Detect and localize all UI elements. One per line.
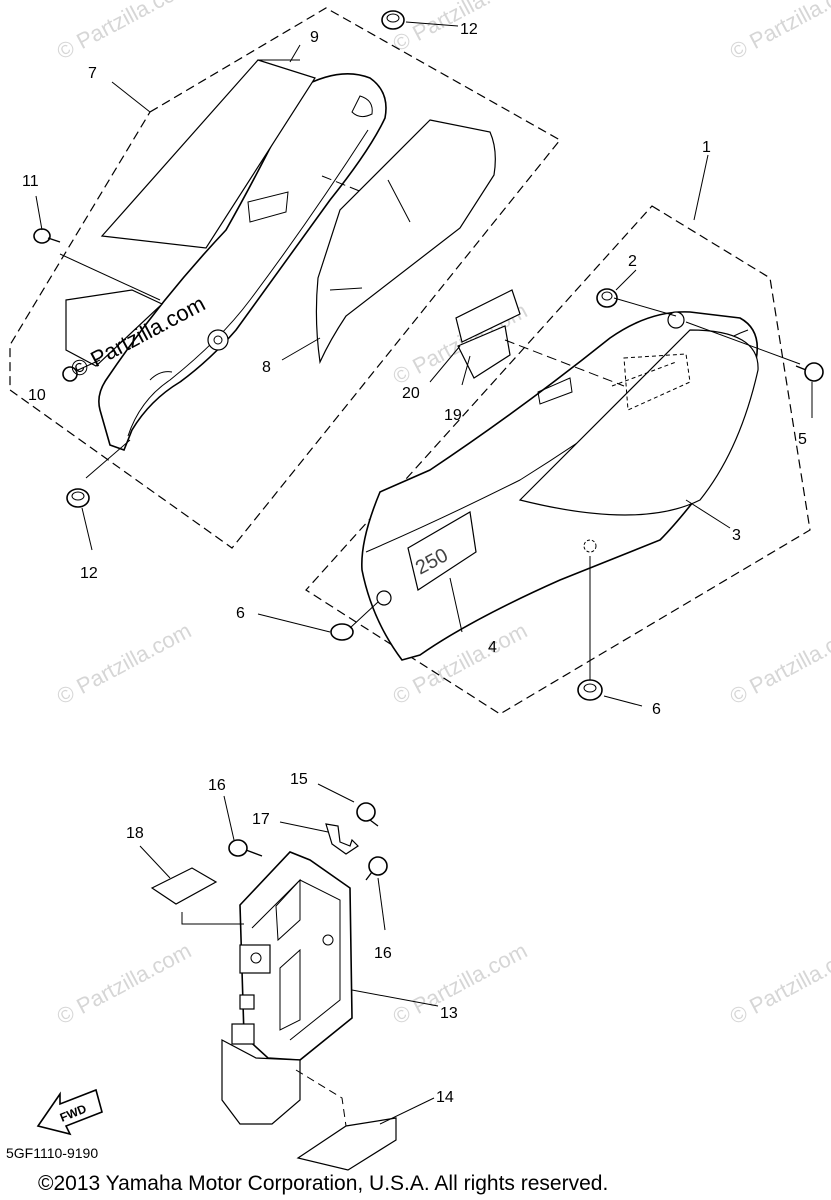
label-18 — [150, 867, 218, 905]
callout-3: 3 — [732, 527, 741, 544]
callout-9: 9 — [310, 29, 319, 46]
battery-box-assembly — [150, 802, 397, 1171]
callout-15: 15 — [290, 771, 308, 788]
callout-2: 2 — [628, 253, 637, 270]
grommet-12 — [66, 488, 90, 508]
callout-7: 7 — [88, 65, 97, 82]
diagram-code: 5GF1110-9190 — [6, 1145, 98, 1161]
callout-12: 12 — [80, 565, 98, 582]
assembly-boundary-right — [305, 205, 811, 715]
callout-6: 6 — [652, 701, 661, 718]
watermark: © Partzilla.com — [726, 618, 831, 710]
callout-20: 20 — [402, 385, 420, 402]
assembly-boundary-left — [9, 7, 561, 549]
lower-plate — [221, 1039, 301, 1125]
screw-15 — [356, 802, 379, 827]
bolt-16 — [365, 856, 388, 881]
watermark: © Partzilla.com — [53, 0, 196, 64]
screw-5 — [795, 362, 824, 382]
callout-4: 4 — [488, 639, 497, 656]
label-19 — [457, 325, 511, 379]
callout-5: 5 — [798, 431, 807, 448]
grommet-2 — [596, 288, 618, 308]
clip-17 — [325, 823, 359, 855]
right-side-cover-assembly: 250 — [305, 205, 811, 715]
watermark: © Partzilla.com — [726, 0, 831, 64]
screw-11 — [33, 228, 61, 244]
watermark: © Partzilla.com — [726, 938, 831, 1030]
left-side-cover-assembly — [9, 7, 561, 549]
watermark: © Partzilla.com — [53, 938, 196, 1030]
copyright: ©2013 Yamaha Motor Corporation, U.S.A. A… — [38, 1172, 608, 1195]
emblem-4 — [407, 511, 477, 591]
emblem-fastener-10 — [62, 366, 78, 382]
callout-numbers: 1 2 3 4 5 6 6 7 8 9 10 11 12 12 13 14 15… — [22, 21, 807, 1106]
callout-16: 16 — [208, 777, 226, 794]
leader-lines — [35, 21, 813, 1125]
emblem-10 — [65, 289, 164, 367]
callout-1: 1 — [702, 139, 711, 156]
decal-9 — [100, 59, 316, 249]
callout-13: 13 — [440, 1005, 458, 1022]
callout-11: 11 — [22, 173, 39, 190]
grommet-hole — [207, 329, 229, 351]
bracket-tab — [239, 944, 271, 974]
label-14 — [296, 1117, 397, 1171]
grommet-6 — [330, 623, 354, 641]
decal-8 — [315, 119, 496, 365]
fwd-arrow-icon: FWD — [36, 1088, 103, 1136]
callout-10: 10 — [28, 387, 46, 404]
left-side-cover — [98, 72, 387, 452]
callout-17: 17 — [252, 811, 270, 828]
watermark: © Partzilla.com — [53, 618, 196, 710]
callout-16: 16 — [374, 945, 392, 962]
callout-19: 19 — [444, 407, 462, 424]
grommet-12 — [381, 10, 405, 30]
grommet-6 — [577, 679, 603, 701]
fasteners — [33, 10, 824, 701]
label-20 — [455, 289, 521, 343]
callout-14: 14 — [436, 1089, 454, 1106]
watermark: © Partzilla.com — [389, 938, 532, 1030]
bracket-tab — [231, 1023, 255, 1045]
callout-6: 6 — [236, 605, 245, 622]
decal-3 — [518, 329, 759, 516]
callout-8: 8 — [262, 359, 271, 376]
callout-12: 12 — [460, 21, 478, 38]
callout-18: 18 — [126, 825, 144, 842]
bolt-16 — [228, 839, 263, 857]
